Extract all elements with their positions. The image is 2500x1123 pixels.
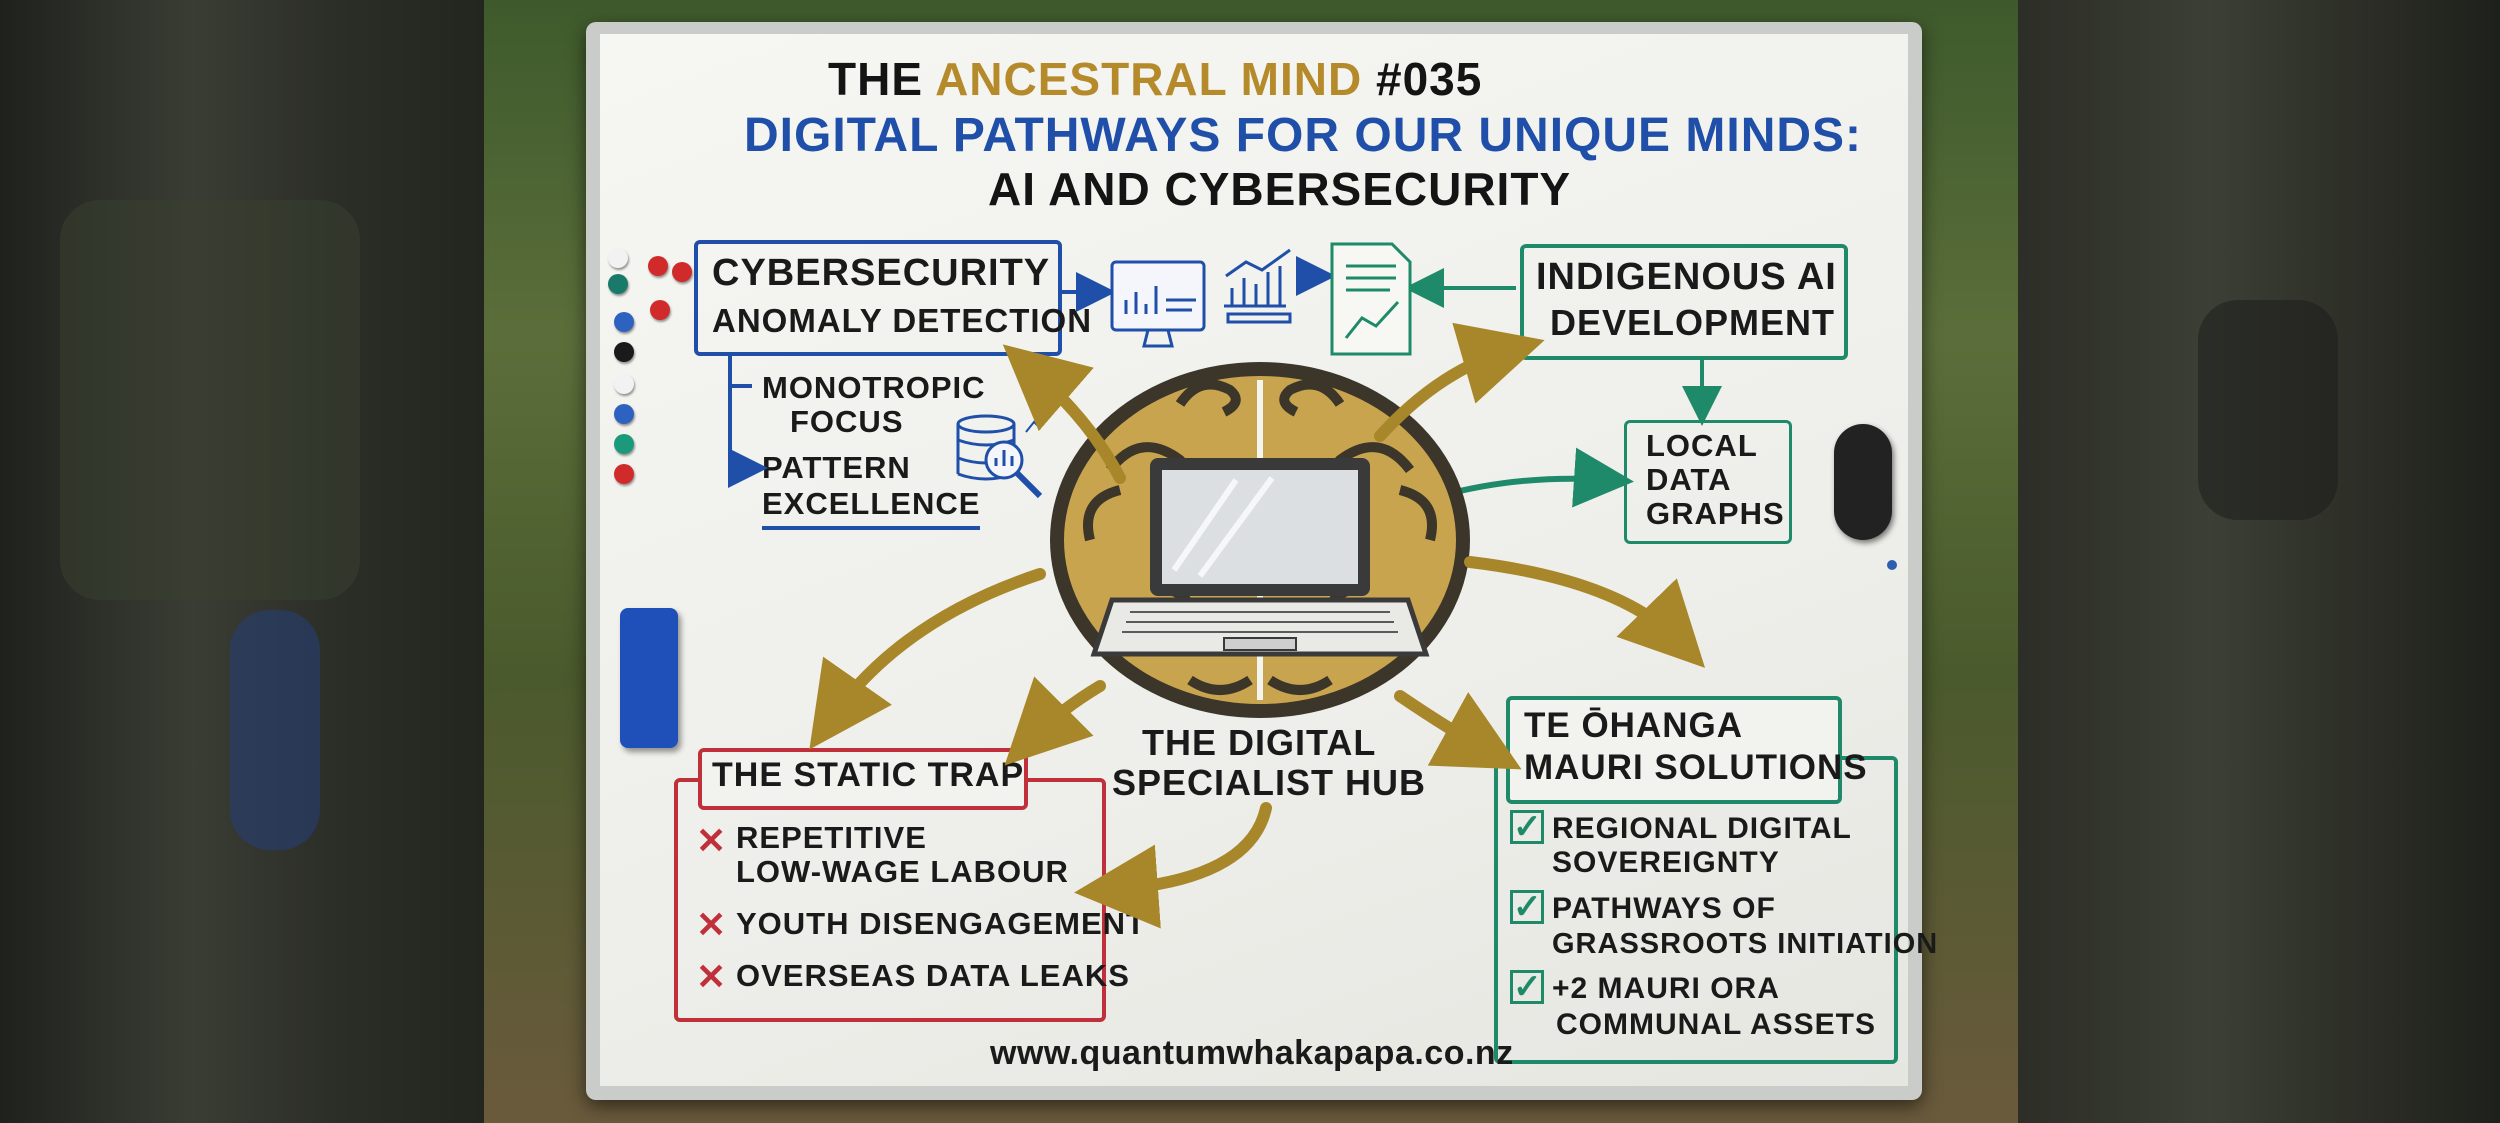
solutions-title-line2: Mauri Solutions <box>1524 748 1868 787</box>
solution-item-2-line2: Grassroots Initiation <box>1552 928 1939 960</box>
cyber-item-1-line1: Monotropic <box>762 370 986 405</box>
check-icon: ✓ <box>1510 810 1544 844</box>
trap-item-1-line2: Low-Wage Labour <box>736 854 1069 889</box>
computer-mouse <box>1834 424 1892 540</box>
cyber-item-2-line1: Pattern <box>762 450 911 485</box>
solution-item-3-line2: Communal Assets <box>1556 1008 1877 1041</box>
static-trap-title: The Static Trap <box>712 756 1025 794</box>
solutions-title-box <box>1506 696 1842 804</box>
board-subtitle-line1: Digital Pathways for our Unique Minds: <box>744 109 1863 162</box>
static-trap-title-box <box>698 748 1028 810</box>
blurred-left-border <box>0 0 484 1123</box>
solution-item-1-line1: Regional Digital <box>1552 812 1852 845</box>
cybersecurity-box <box>694 240 1062 356</box>
ai-box-title: Indigenous AI <box>1536 256 1837 298</box>
indigenous-ai-box <box>1520 244 1848 360</box>
board-title: The Ancestral Mind #035 <box>828 53 1483 105</box>
local-data-line1: Local <box>1646 428 1758 463</box>
blurred-right-border <box>2018 0 2500 1123</box>
footer-url: www.quantumwhakapapa.co.nz <box>990 1034 1514 1072</box>
trap-item-3: Overseas Data Leaks <box>736 958 1130 993</box>
check-icon: ✓ <box>1510 890 1544 924</box>
cybersecurity-subtitle: Anomaly Detection <box>712 302 1093 339</box>
solution-item-2-line1: Pathways of <box>1552 892 1776 925</box>
board-pin <box>1887 560 1897 570</box>
local-data-line2: Data <box>1646 462 1732 497</box>
trap-item-2: Youth Disengagement <box>736 906 1146 941</box>
hub-label-line1: The Digital <box>1142 722 1377 763</box>
solution-item-3-line1: +2 Mauri Ora <box>1552 972 1780 1005</box>
cyber-item-1-line2: Focus <box>790 404 904 439</box>
check-icon: ✓ <box>1510 970 1544 1004</box>
trap-item-1-line1: Repetitive <box>736 820 927 855</box>
ai-box-subtitle: Development <box>1550 302 1836 343</box>
cross-icon: ✕ <box>696 904 728 945</box>
whiteboard-eraser <box>620 608 678 748</box>
hub-label-line2: Specialist Hub <box>1112 762 1427 803</box>
cyber-item-2-line2: Excellence <box>762 486 981 530</box>
cross-icon: ✕ <box>696 956 728 997</box>
solution-item-1-line2: Sovereignty <box>1552 846 1780 879</box>
cross-icon: ✕ <box>696 820 728 861</box>
solutions-title-line1: Te Ōhanga <box>1524 706 1743 745</box>
local-data-line3: Graphs <box>1646 496 1785 531</box>
cybersecurity-title: Cybersecurity <box>712 252 1051 294</box>
board-subtitle-line2: AI and Cybersecurity <box>988 163 1572 215</box>
